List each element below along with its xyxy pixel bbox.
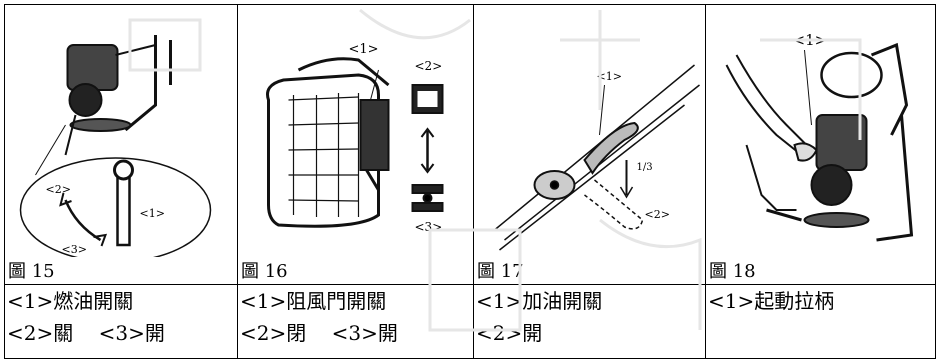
caption-line-1: <1>燃油開關	[7, 289, 134, 313]
caption-row: <1>燃油開關 <2>關 <3>開 <1>阻風門開關 <2>閉 <3>開 <1>…	[4, 284, 936, 359]
figure-15-label: 圖 15	[8, 261, 55, 282]
caption-line-1: <1>加油開關	[476, 289, 603, 313]
figure-16-label: 圖 16	[241, 261, 288, 282]
callout-2: <2>	[415, 59, 443, 73]
callout-3: <3>	[415, 220, 443, 234]
fuel-valve-illustration: <2> <3> <1>	[19, 35, 212, 257]
callout-2: <2>	[46, 183, 71, 196]
caption-17: <1>加油開關 <2>開	[473, 284, 706, 359]
caption-18: <1>起動拉柄	[705, 284, 936, 359]
caption-line-2: <2>開	[476, 321, 543, 345]
figure-18-label: 圖 18	[709, 261, 756, 282]
fraction-label: 1/3	[637, 162, 653, 173]
callout-1: <1>	[793, 31, 828, 49]
caption-line-1: <1>起動拉柄	[708, 289, 835, 313]
caption-15: <1>燃油開關 <2>關 <3>開	[4, 284, 238, 359]
figure-18-cell: <1> 圖 18	[705, 4, 936, 285]
caption-16: <1>阻風門開關 <2>閉 <3>開	[237, 284, 474, 359]
figure-table: <2> <3> <1> 圖 15	[4, 4, 936, 359]
caption-line-1: <1>阻風門開關	[240, 289, 387, 313]
callout-3: <3>	[62, 243, 87, 256]
figure-17-label: 圖 17	[477, 261, 524, 282]
caption-line-2: <2>關 <3>開	[7, 321, 165, 345]
figure-16-cell: <1> <2> <3> 圖 16	[237, 4, 474, 285]
callout-1: <1>	[349, 42, 379, 57]
figure-17-cell: <1> 1/3 <2> 圖 17	[473, 4, 706, 285]
callout-1: <1>	[597, 70, 622, 83]
figure-row: <2> <3> <1> 圖 15	[4, 4, 936, 285]
throttle-trigger-illustration: <1> 1/3 <2>	[494, 64, 700, 251]
caption-line-2: <2>閉 <3>開	[240, 321, 398, 345]
choke-lever-illustration: <1> <2> <3>	[266, 42, 444, 234]
starter-grip-illustration: <1>	[725, 31, 914, 242]
callout-1: <1>	[140, 207, 165, 220]
figure-15-cell: <2> <3> <1> 圖 15	[4, 4, 238, 285]
callout-2: <2>	[645, 208, 670, 221]
